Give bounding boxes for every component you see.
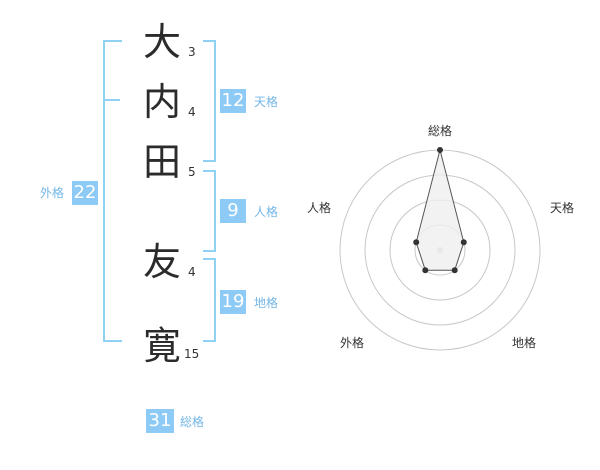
name-char-5: 寛: [142, 324, 181, 368]
radar-axis-label-jinkaku: 人格: [307, 201, 332, 215]
tenkaku-label: 天格: [254, 95, 279, 109]
soukaku-value: 31: [146, 409, 174, 433]
chikaku-label: 地格: [254, 296, 279, 310]
chikaku-value: 19: [220, 290, 246, 314]
stroke-count-4: 4: [188, 265, 196, 279]
radar-point-3: [422, 267, 429, 274]
radar-polygon: [415, 149, 465, 271]
jinkaku-value: 9: [220, 199, 246, 223]
stroke-count-5: 15: [184, 347, 200, 361]
tenkaku-bracket: [203, 40, 216, 162]
jinkaku-bracket: [203, 170, 216, 252]
radar-points: [413, 147, 467, 274]
name-char-4: 友: [142, 240, 181, 284]
name-char-3: 田: [142, 140, 181, 184]
name-char-2: 内: [142, 80, 181, 124]
radar-point-1: [460, 239, 467, 246]
jinkaku-label: 人格: [254, 205, 279, 219]
gaikaku-label: 外格: [40, 186, 65, 200]
radar-point-0: [437, 147, 443, 153]
radar-axis-label-gaikaku: 外格: [340, 336, 365, 350]
gaikaku-bracket-tick: [105, 99, 120, 101]
radar-axis-label-chikaku: 地格: [512, 336, 537, 350]
name-char-1: 大: [142, 20, 181, 64]
stroke-count-1: 3: [188, 45, 196, 59]
stroke-count-2: 4: [188, 105, 196, 119]
radar-axis-label-tenkaku: 天格: [550, 201, 575, 215]
radar-point-2: [451, 267, 458, 274]
soukaku-label: 総格: [180, 415, 205, 429]
gaikaku-value: 22: [72, 181, 98, 205]
radar-point-4: [413, 239, 420, 246]
stroke-count-3: 5: [188, 165, 196, 179]
chikaku-bracket: [203, 258, 216, 342]
tenkaku-value: 12: [220, 89, 246, 113]
radar-axis-label-soukaku: 総格: [428, 124, 453, 138]
gaikaku-bracket: [103, 40, 122, 342]
